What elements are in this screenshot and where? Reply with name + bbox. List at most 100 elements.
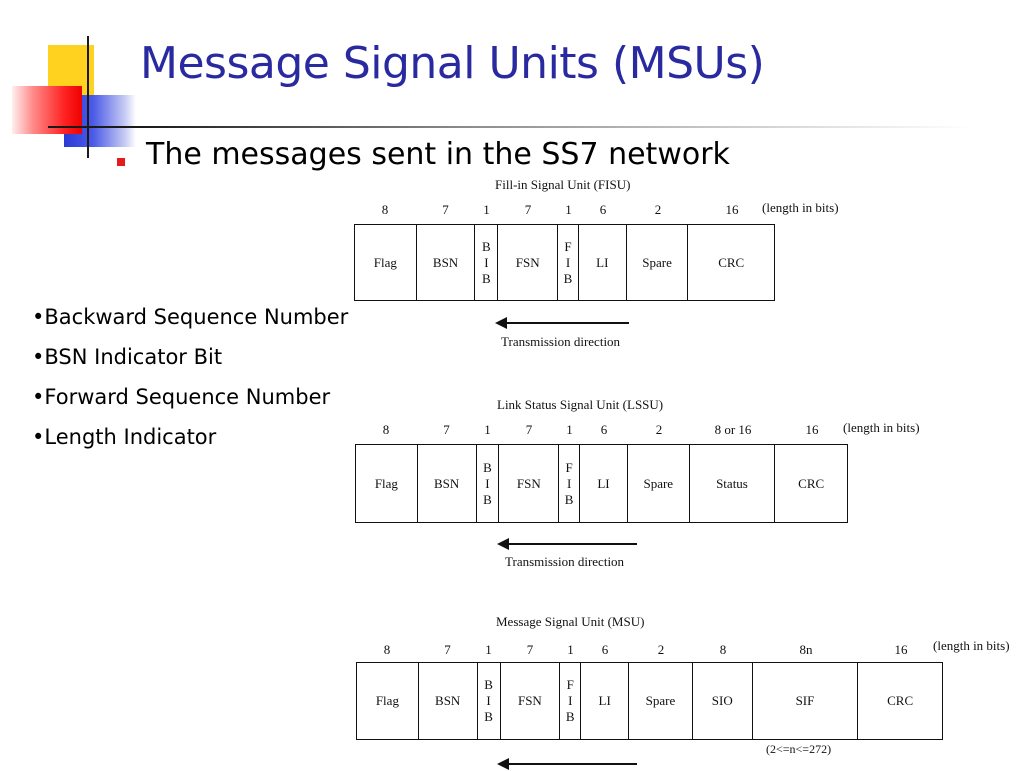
field-label-char: I <box>484 254 489 270</box>
field-length: 1 <box>485 642 492 657</box>
field-label: Spare <box>645 693 676 708</box>
field-label-char: B <box>483 491 492 507</box>
field-label: Status <box>716 475 748 491</box>
field-length: 16 <box>805 422 819 437</box>
field-length: 6 <box>601 642 609 657</box>
field-length: 6 <box>599 202 607 217</box>
frame-field: LI <box>581 663 630 739</box>
field-label: FSN <box>515 254 540 270</box>
frame-field: Spare <box>627 225 689 300</box>
field-label: Flag <box>373 254 397 270</box>
field-label: BSN <box>435 693 461 708</box>
field-label-char: F <box>565 459 573 475</box>
field-label-char: B <box>482 270 491 286</box>
field-label-char: I <box>565 254 571 270</box>
transmission-direction-label: Transmission direction <box>501 334 621 349</box>
frame-field: BSN <box>417 225 476 300</box>
field-label-char: B <box>563 270 573 286</box>
field-length: 8 <box>383 642 391 657</box>
frame-field: CRC <box>775 445 847 522</box>
frame-field: Flag <box>356 445 418 522</box>
field-label-char: B <box>565 709 575 724</box>
frame-field: CRC <box>858 663 942 739</box>
frame-field: SIO <box>693 663 753 739</box>
definition-item: •BSN Indicator Bit <box>32 345 223 369</box>
arrow-shaft <box>503 543 637 545</box>
field-length: 7 <box>525 422 533 437</box>
field-label: LI <box>598 693 611 708</box>
frame-field: FSN <box>501 663 561 739</box>
field-label: BSN <box>432 254 459 270</box>
frame-field: LI <box>580 445 628 522</box>
field-label: Spare <box>642 254 672 270</box>
frame-caption: Fill-in Signal Unit (FISU) <box>495 177 631 192</box>
field-label-char: F <box>566 677 574 692</box>
slide-title: Message Signal Units (MSUs) <box>140 38 765 89</box>
field-label: LI <box>596 254 609 270</box>
field-label: LI <box>597 475 610 491</box>
range-note: (2<=n<=272) <box>766 742 832 756</box>
logo-vertical-line <box>87 36 89 158</box>
field-label: FSN <box>516 475 541 491</box>
field-length: 8 <box>719 642 727 657</box>
length-unit-label: (length in bits) <box>762 200 839 215</box>
frame-caption: Message Signal Unit (MSU) <box>496 614 645 629</box>
field-label-char: B <box>484 709 493 724</box>
field-length: 1 <box>484 422 491 437</box>
frame-field: FSN <box>498 225 559 300</box>
field-label: Flag <box>374 475 398 491</box>
field-length: 1 <box>483 202 490 217</box>
field-label: BSN <box>433 475 460 491</box>
field-length: 2 <box>655 422 663 437</box>
field-label: Flag <box>375 693 399 708</box>
frame-field: Flag <box>357 663 419 739</box>
arrow-shaft <box>501 322 629 324</box>
field-length: 16 <box>725 202 739 217</box>
bullet-square-icon <box>117 158 125 166</box>
slide-subtitle: The messages sent in the SS7 network <box>146 137 730 172</box>
field-length: 7 <box>524 202 532 217</box>
frame-field: BSN <box>419 663 478 739</box>
definition-item: •Backward Sequence Number <box>32 305 349 329</box>
frame-field: Spare <box>629 663 693 739</box>
field-label-char: I <box>486 693 491 708</box>
field-label-char: I <box>485 475 490 491</box>
length-unit-label: (length in bits) <box>933 638 1010 653</box>
field-length: 8 <box>381 202 389 217</box>
field-label-char: I <box>566 475 572 491</box>
transmission-arrow <box>497 537 637 551</box>
frame-field: CRC <box>688 225 774 300</box>
field-label-char: F <box>564 238 572 254</box>
title-underline <box>48 126 972 128</box>
field-label: Spare <box>643 475 674 491</box>
field-length: 1 <box>567 642 574 657</box>
field-label-char: B <box>482 238 491 254</box>
frame-field: Flag <box>355 225 417 300</box>
transmission-arrow <box>495 316 629 330</box>
field-label-char: B <box>564 491 574 507</box>
field-length: 1 <box>566 422 573 437</box>
field-label-char: B <box>484 677 493 692</box>
field-length: 1 <box>565 202 572 217</box>
field-length: 7 <box>442 202 449 217</box>
field-label-char: I <box>568 693 573 708</box>
arrow-shaft <box>503 763 637 765</box>
field-length: 8 <box>382 422 390 437</box>
length-unit-label: (length in bits) <box>843 420 920 435</box>
field-label: SIF <box>795 693 815 708</box>
field-label-char: B <box>483 459 492 475</box>
field-label: CRC <box>887 693 914 708</box>
definition-item: •Length Indicator <box>32 425 217 449</box>
field-label: FSN <box>517 693 542 708</box>
definition-item: •Forward Sequence Number <box>32 385 331 409</box>
frame-field: Spare <box>628 445 690 522</box>
